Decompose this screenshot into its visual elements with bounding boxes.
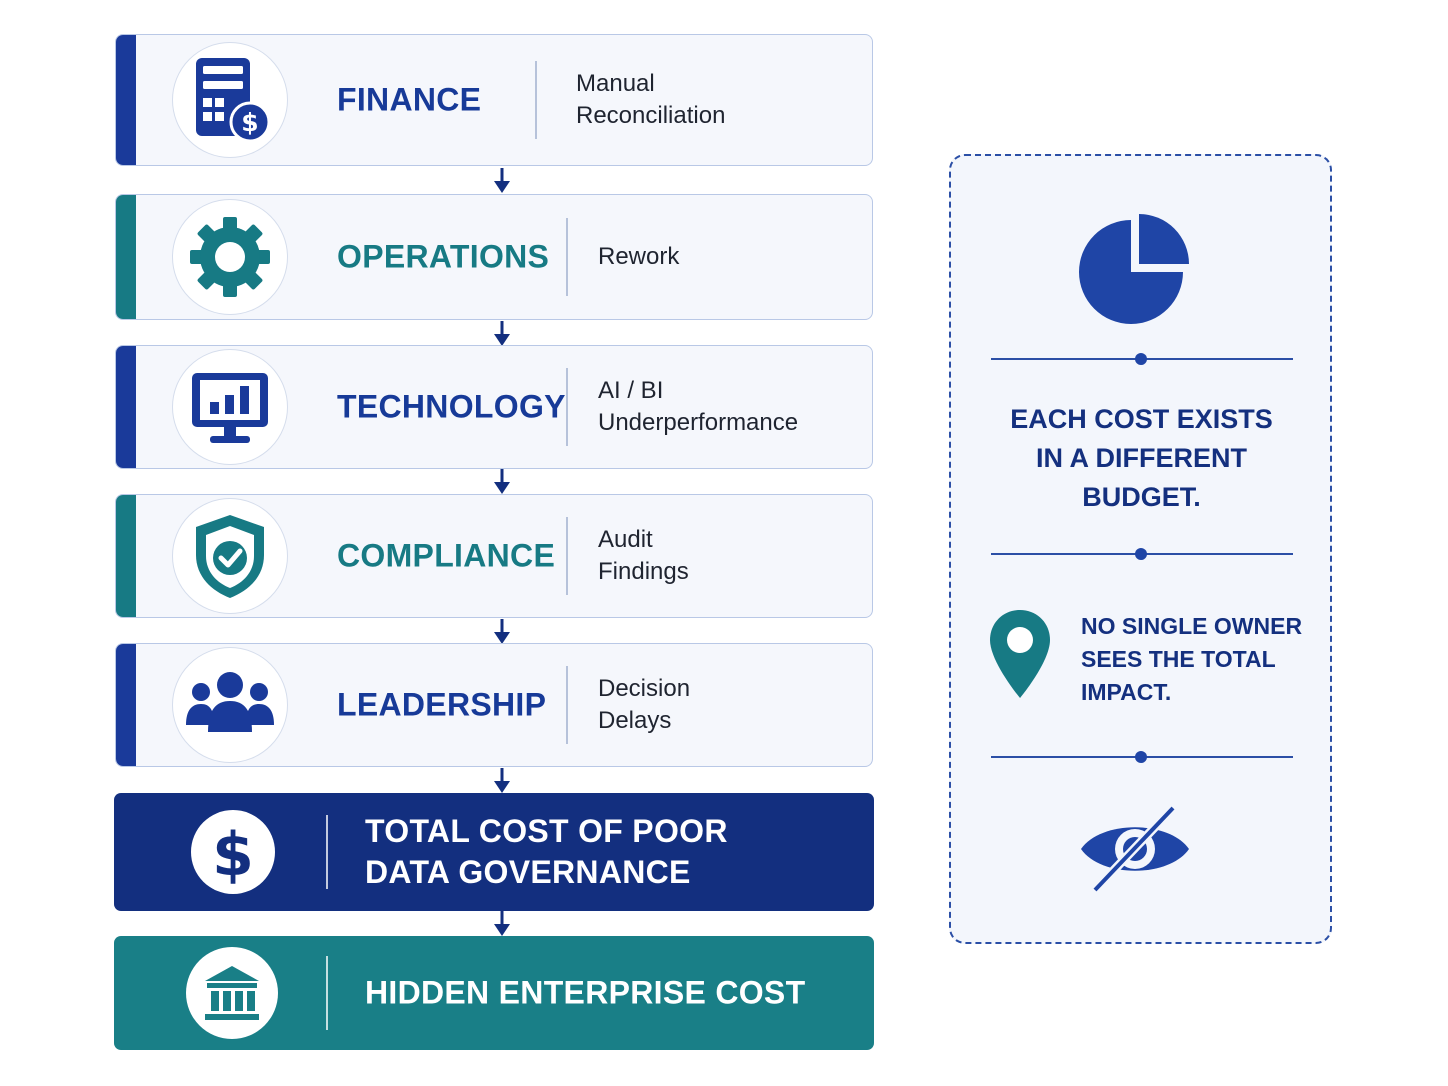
icon-badge (186, 947, 278, 1039)
arrow-down-icon (494, 619, 510, 644)
bank-building-icon (205, 966, 259, 1020)
insight-panel: EACH COST EXISTS IN A DIFFERENT BUDGET. … (949, 154, 1332, 944)
flow-step-compliance: COMPLIANCE Audit Findings (115, 494, 873, 618)
panel-divider (991, 548, 1293, 560)
cost-description: AI / BI Underperformance (598, 377, 799, 436)
icon-badge (172, 199, 288, 315)
divider-dot (1135, 548, 1147, 560)
divider-line (326, 815, 328, 889)
icon-badge: $ (191, 810, 275, 894)
hidden-cost-box: HIDDEN ENTERPRISE COST (114, 936, 874, 1050)
accent-bar (116, 35, 136, 165)
pie-chart-icon (1079, 214, 1189, 324)
owner-message: NO SINGLE OWNER SEES THE TOTAL IMPACT. (1081, 613, 1303, 705)
divider-line (566, 666, 568, 744)
accent-bar (116, 495, 136, 617)
arrow-down-icon (494, 469, 510, 494)
accent-bar (116, 346, 136, 468)
arrow-down-icon (494, 911, 510, 936)
department-label: LEADERSHIP (337, 686, 547, 723)
arrow-down-icon (494, 168, 510, 193)
flow-step-leadership: LEADERSHIP Decision Delays (115, 643, 873, 767)
divider-line (566, 218, 568, 296)
icon-badge (172, 498, 288, 614)
divider-line (566, 517, 568, 595)
panel-divider (991, 353, 1293, 365)
icon-badge: $ (172, 42, 288, 158)
cost-description: Decision Delays (598, 675, 691, 734)
divider-line (326, 956, 328, 1030)
shield-check-icon (196, 515, 264, 598)
svg-text:$: $ (241, 108, 258, 137)
flow-step-finance: $ FINANCE Manual Reconciliation (115, 34, 873, 166)
total-cost-label: TOTAL COST OF POOR DATA GOVERNANCE (365, 813, 728, 890)
department-label: COMPLIANCE (337, 537, 556, 574)
divider-dot (1135, 751, 1147, 763)
gear-icon (190, 217, 270, 297)
divider-line (566, 368, 568, 446)
icon-badge (172, 647, 288, 763)
hidden-cost-label: HIDDEN ENTERPRISE COST (365, 974, 806, 1011)
department-label: TECHNOLOGY (337, 388, 566, 425)
cost-description: Manual Reconciliation (576, 70, 726, 129)
svg-text:$: $ (212, 820, 254, 884)
department-label: FINANCE (337, 81, 482, 118)
calculator-dollar-icon: $ (196, 58, 270, 143)
accent-bar (116, 644, 136, 766)
eye-slash-icon (1081, 804, 1189, 894)
total-cost-box: $ TOTAL COST OF POOR DATA GOVERNANCE (114, 793, 874, 911)
arrow-down-icon (494, 321, 510, 346)
divider-line (535, 61, 537, 139)
flow-step-operations: OPERATIONS Rework (115, 194, 873, 320)
cost-description: Audit Findings (598, 526, 689, 585)
panel-divider (991, 751, 1293, 763)
monitor-chart-icon (192, 373, 268, 443)
flow-step-technology: TECHNOLOGY AI / BI Underperformance (115, 345, 873, 469)
location-pin-icon (990, 610, 1050, 698)
icon-badge (172, 349, 288, 465)
dollar-icon: $ (212, 820, 254, 884)
accent-bar (116, 195, 136, 319)
divider-dot (1135, 353, 1147, 365)
cost-description: Rework (598, 243, 680, 270)
people-group-icon (186, 672, 274, 732)
budget-message: EACH COST EXISTS IN A DIFFERENT BUDGET. (1010, 404, 1273, 512)
arrow-down-icon (494, 768, 510, 793)
department-label: OPERATIONS (337, 238, 550, 275)
